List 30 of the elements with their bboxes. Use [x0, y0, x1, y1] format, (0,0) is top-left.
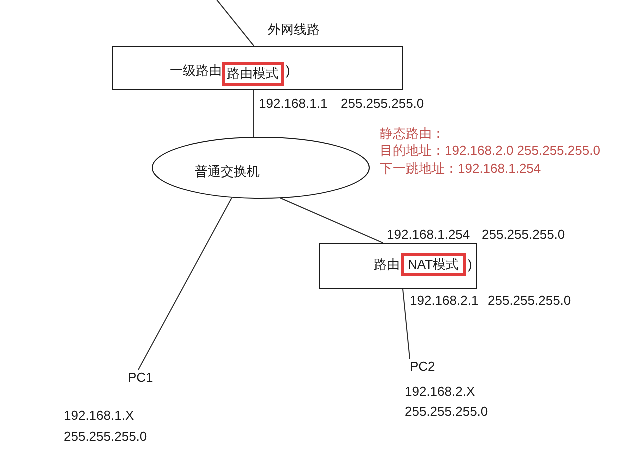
parenthesis: ) [468, 257, 472, 273]
parenthesis: ) [286, 63, 290, 79]
router-box [319, 243, 477, 289]
router-label: 路由 [374, 257, 400, 273]
ip-address: 192.168.2.X [405, 384, 476, 400]
connector-line [402, 288, 410, 360]
connector-line [138, 198, 232, 370]
note-text: 目的地址：192.168.2.0 255.255.255.0 [380, 143, 600, 159]
switch-ellipse [152, 137, 370, 199]
note-text: 下一跳地址：192.168.1.254 [380, 161, 542, 177]
link-label: 外网线路 [268, 22, 320, 38]
connector-line [280, 198, 384, 244]
router-label: 一级路由 [170, 63, 222, 79]
subnet-mask: 255.255.255.0 [482, 227, 566, 243]
highlight-box: NAT模式 [401, 253, 466, 276]
switch-label: 普通交换机 [195, 164, 260, 180]
subnet-mask: 255.255.255.0 [405, 404, 488, 420]
pc-label: PC2 [410, 359, 436, 375]
subnet-mask: 255.255.255.0 [488, 293, 572, 309]
ip-address: 192.168.2.1 [410, 293, 479, 309]
connector-line [216, 0, 254, 46]
pc-label: PC1 [128, 370, 154, 386]
ip-address: 192.168.1.X [64, 408, 134, 424]
subnet-mask: 255.255.255.0 [64, 429, 148, 445]
subnet-mask: 255.255.255.0 [341, 96, 424, 112]
note-heading: 静态路由： [380, 126, 445, 142]
highlight-box: 路由模式 [222, 62, 284, 86]
ip-address: 192.168.1.254 [387, 227, 470, 243]
ip-address: 192.168.1.1 [259, 96, 328, 112]
router-box [112, 46, 403, 90]
